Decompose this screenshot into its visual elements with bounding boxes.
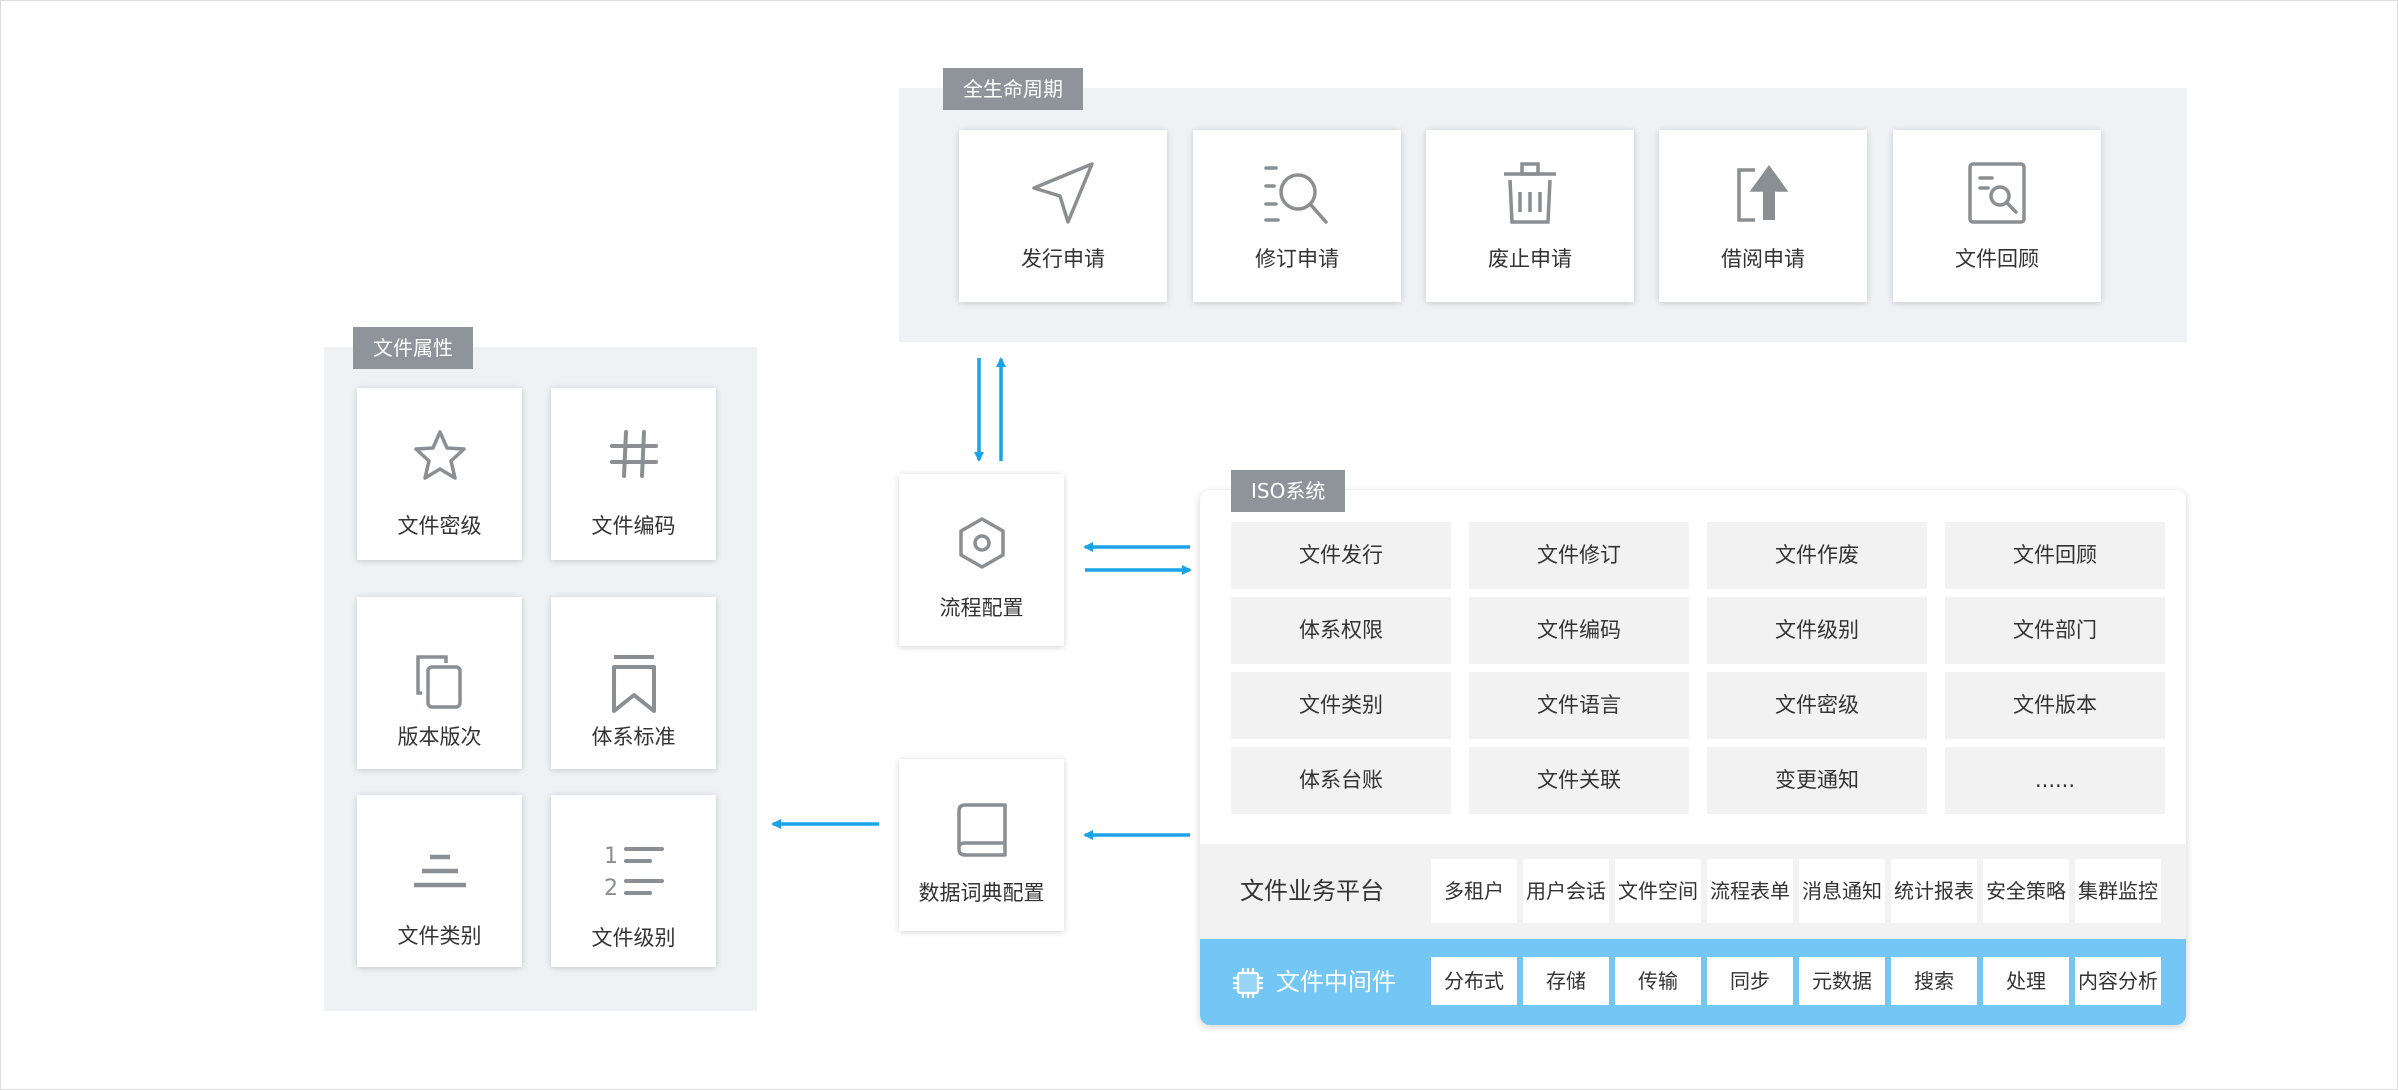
platform-chip[interactable]: 流程表单: [1707, 859, 1793, 923]
attribute-card-level[interactable]: 1 2 文件级别: [551, 795, 716, 967]
doc-search-icon: [1968, 162, 2026, 224]
attribute-card-version[interactable]: 版本版次: [357, 597, 522, 769]
attribute-card-label: 体系标准: [591, 725, 676, 749]
platform-chip[interactable]: 多租户: [1431, 859, 1517, 923]
hexagon-icon: [958, 517, 1005, 569]
attribute-card-label: 文件级别: [591, 926, 676, 950]
lifecycle-card-label: 借阅申请: [1721, 247, 1805, 271]
middleware-chip[interactable]: 分布式: [1431, 957, 1517, 1005]
process-config-label: 流程配置: [939, 596, 1024, 620]
lifecycle-tag: 全生命周期: [943, 68, 1083, 110]
middleware-chip[interactable]: 传输: [1615, 957, 1701, 1005]
middleware-chip[interactable]: 搜索: [1891, 957, 1977, 1005]
business-platform-title: 文件业务平台: [1240, 877, 1384, 905]
middleware-title: 文件中间件: [1276, 968, 1396, 996]
iso-system-box: 文件发行 文件修订 文件作废 文件回顾 体系权限 文件编码 文件级别 文件部门 …: [1200, 490, 2186, 1025]
iso-grid-cell[interactable]: ......: [1945, 747, 2165, 814]
attribute-card-secrecy[interactable]: 文件密级: [357, 388, 522, 560]
stack-icon: [413, 854, 466, 888]
lifecycle-card-review[interactable]: 文件回顾: [1893, 130, 2101, 302]
platform-chip[interactable]: 安全策略: [1983, 859, 2069, 923]
platform-chip[interactable]: 集群监控: [2075, 859, 2161, 923]
upload-icon: [1737, 165, 1789, 222]
book-icon: [956, 803, 1007, 857]
iso-grid-cell[interactable]: 文件版本: [1945, 672, 2165, 739]
hash-icon: [609, 430, 658, 478]
iso-grid-cell[interactable]: 体系台账: [1231, 747, 1451, 814]
chip-icon: [1233, 968, 1263, 998]
lifecycle-card-label: 发行申请: [1021, 247, 1105, 271]
platform-chip[interactable]: 统计报表: [1891, 859, 1977, 923]
iso-grid-cell[interactable]: 文件语言: [1469, 672, 1689, 739]
middleware-chip[interactable]: 内容分析: [2075, 957, 2161, 1005]
svg-text:2: 2: [604, 876, 618, 901]
iso-grid-cell[interactable]: 文件作废: [1707, 522, 1927, 589]
lifecycle-card-label: 修订申请: [1255, 247, 1339, 271]
dict-config-card[interactable]: 数据词典配置: [899, 759, 1064, 931]
attribute-card-category[interactable]: 文件类别: [357, 795, 522, 967]
iso-grid-cell[interactable]: 文件部门: [1945, 597, 2165, 664]
attribute-card-label: 文件编码: [591, 514, 676, 538]
iso-grid-cell[interactable]: 文件修订: [1469, 522, 1689, 589]
dict-config-label: 数据词典配置: [918, 881, 1045, 905]
iso-tag: ISO系统: [1231, 470, 1346, 512]
bookmark-icon: [611, 655, 656, 713]
iso-grid-cell[interactable]: 文件密级: [1707, 672, 1927, 739]
middleware-chip[interactable]: 存储: [1523, 957, 1609, 1005]
lifecycle-card-label: 文件回顾: [1955, 247, 2039, 271]
iso-grid-cell[interactable]: 体系权限: [1231, 597, 1451, 664]
copy-icon: [415, 655, 462, 709]
middleware-chip[interactable]: 同步: [1707, 957, 1793, 1005]
attributes-tag: 文件属性: [353, 327, 473, 369]
iso-grid-cell[interactable]: 文件回顾: [1945, 522, 2165, 589]
lifecycle-card-label: 废止申请: [1488, 247, 1572, 271]
attribute-card-code[interactable]: 文件编码: [551, 388, 716, 560]
trash-icon: [1504, 162, 1556, 224]
business-platform-row: 文件业务平台 多租户 用户会话 文件空间 流程表单 消息通知 统计报表 安全策略…: [1200, 844, 2186, 939]
middleware-row: 文件中间件 分布式 存储 传输 同步 元数据 搜索 处理 内容分析: [1200, 939, 2186, 1025]
lifecycle-card-abolish[interactable]: 废止申请: [1426, 130, 1634, 302]
star-icon: [413, 430, 466, 480]
attribute-card-label: 文件密级: [397, 514, 482, 538]
process-config-card[interactable]: 流程配置: [899, 474, 1064, 646]
platform-chip[interactable]: 消息通知: [1799, 859, 1885, 923]
iso-grid-cell[interactable]: 文件发行: [1231, 522, 1451, 589]
send-icon: [1032, 162, 1094, 224]
middleware-chip[interactable]: 元数据: [1799, 957, 1885, 1005]
numbered-list-icon: 1 2: [604, 844, 664, 901]
attribute-card-standard[interactable]: 体系标准: [551, 597, 716, 769]
iso-grid-cell[interactable]: 文件级别: [1707, 597, 1927, 664]
iso-grid-cell[interactable]: 文件关联: [1469, 747, 1689, 814]
lifecycle-card-issue[interactable]: 发行申请: [959, 130, 1167, 302]
attribute-card-label: 文件类别: [397, 924, 482, 948]
search-list-icon: [1264, 166, 1328, 224]
iso-grid-cell[interactable]: 变更通知: [1707, 747, 1927, 814]
iso-grid-cell[interactable]: 文件编码: [1469, 597, 1689, 664]
platform-chip[interactable]: 用户会话: [1523, 859, 1609, 923]
svg-text:1: 1: [604, 844, 618, 869]
attribute-card-label: 版本版次: [397, 725, 482, 749]
middleware-chip[interactable]: 处理: [1983, 957, 2069, 1005]
platform-chip[interactable]: 文件空间: [1615, 859, 1701, 923]
lifecycle-card-revise[interactable]: 修订申请: [1193, 130, 1401, 302]
iso-grid-cell[interactable]: 文件类别: [1231, 672, 1451, 739]
lifecycle-card-borrow[interactable]: 借阅申请: [1659, 130, 1867, 302]
